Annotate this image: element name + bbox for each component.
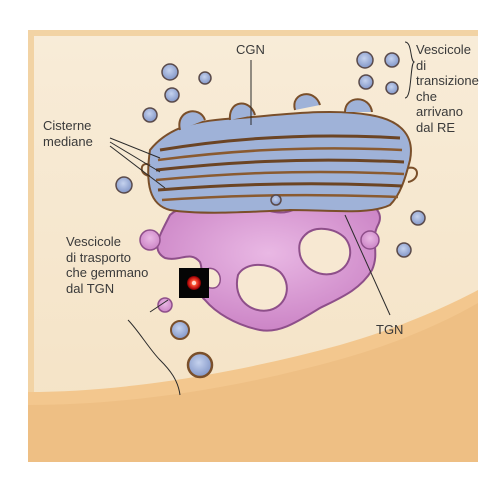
label-medial-cisternae: Cisterne mediane <box>43 118 93 149</box>
leader-lines <box>109 41 416 396</box>
transport-vesicles <box>157 297 214 379</box>
transition-vesicles <box>115 51 426 258</box>
golgi-stack <box>140 93 418 214</box>
label-cgn: CGN <box>236 42 265 57</box>
label-transition-vesicles: Vescicole di transizione che arrivano da… <box>416 42 479 135</box>
red-dot-marker-icon <box>179 268 209 298</box>
cell-membrane-inner <box>28 303 478 462</box>
label-transport-vesicles: Vescicole di trasporto che gemmano dal T… <box>66 234 149 296</box>
label-tgn: TGN <box>376 322 404 337</box>
